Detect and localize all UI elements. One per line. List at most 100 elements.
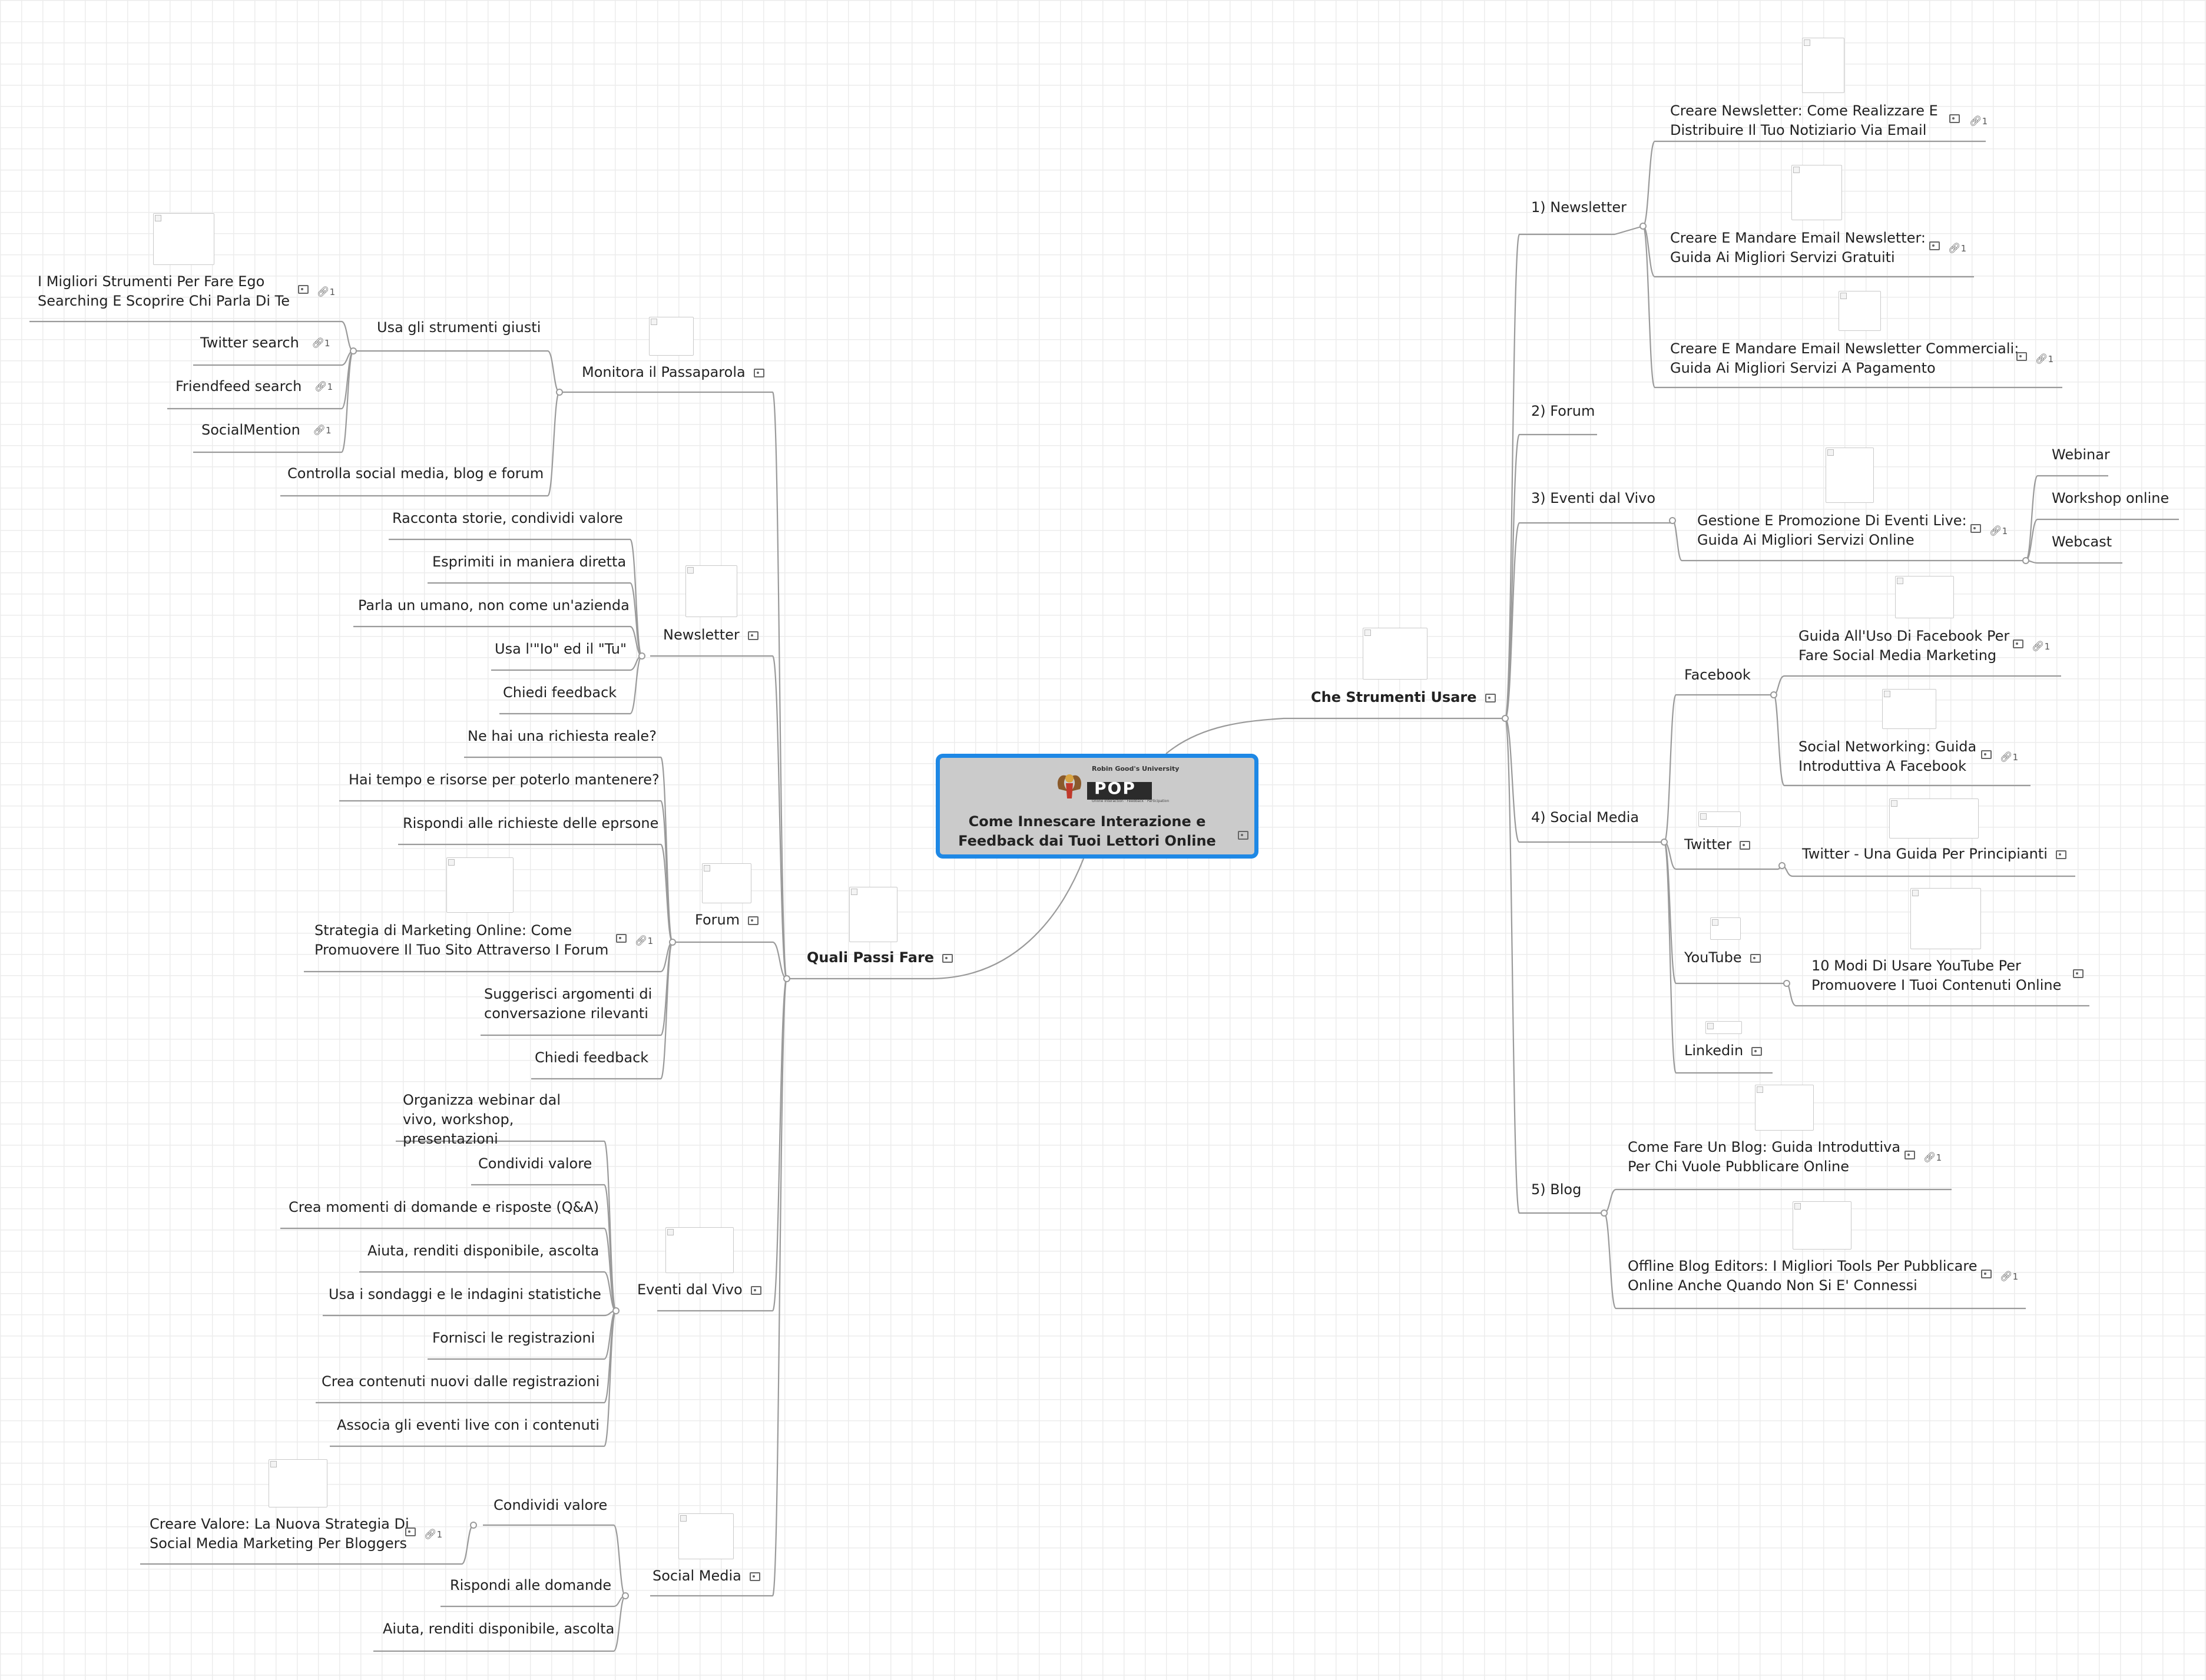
topic-newsletter-steps[interactable]: Newsletter: [663, 625, 758, 645]
topic-webinar[interactable]: Webinar: [2052, 446, 2110, 463]
topic-twitter-guida[interactable]: Twitter - Una Guida Per Principianti: [1802, 844, 2066, 864]
attachment-icon[interactable]: [1750, 953, 1761, 963]
topic-usa-io-tu[interactable]: Usa l'"Io" ed il "Tu": [495, 641, 627, 657]
topic-fornisci-registrazioni[interactable]: Fornisci le registrazioni: [432, 1330, 595, 1346]
topic-socialmention[interactable]: SocialMention 🔗︎1: [201, 420, 332, 440]
topic-friendfeed-search[interactable]: Friendfeed search 🔗︎1: [175, 377, 333, 397]
link-icon[interactable]: 🔗︎1: [424, 1529, 443, 1540]
topic-sondaggi[interactable]: Usa i sondaggi e le indagini statistiche: [329, 1286, 601, 1303]
topic-workshop-online[interactable]: Workshop online: [2052, 490, 2169, 506]
link-icon[interactable]: 🔗︎1: [1923, 1152, 1942, 1164]
link-icon[interactable]: 🔗︎1: [314, 380, 333, 393]
attachment-icon[interactable]: [1238, 831, 1248, 840]
topic-racconta-storie[interactable]: Racconta storie, condividi valore: [392, 510, 623, 526]
topic-image: [849, 887, 897, 942]
link-icon[interactable]: 🔗︎1: [635, 935, 654, 947]
attachment-icon[interactable]: [1929, 241, 1940, 250]
topic-rispondi-domande[interactable]: Rispondi alle domande: [450, 1577, 612, 1593]
topic-contenuti-registrazioni[interactable]: Crea contenuti nuovi dalle registrazioni: [322, 1373, 600, 1390]
topic-social-tools[interactable]: 4) Social Media: [1531, 809, 1639, 826]
link-icon[interactable]: 🔗︎1: [313, 424, 332, 436]
topic-chiedi-feedback-newsletter[interactable]: Chiedi feedback: [503, 684, 617, 701]
attachment-icon[interactable]: [1970, 524, 1981, 533]
topic-associa-eventi[interactable]: Associa gli eventi live con i contenuti: [337, 1417, 599, 1433]
attachment-icon[interactable]: [298, 285, 309, 294]
topic-blog-tools[interactable]: 5) Blog: [1531, 1181, 1582, 1198]
topic-forum-tools[interactable]: 2) Forum: [1531, 403, 1595, 419]
topic-qa-moments[interactable]: Crea momenti di domande e risposte (Q&A): [289, 1199, 599, 1215]
topic-newsletter-tools[interactable]: 1) Newsletter: [1531, 199, 1627, 216]
attachment-icon[interactable]: [2055, 850, 2066, 859]
topic-aiuta-social[interactable]: Aiuta, renditi disponibile, ascolta: [383, 1621, 615, 1637]
topic-richiesta-reale[interactable]: Ne hai una richiesta reale?: [468, 728, 657, 744]
attachment-icon[interactable]: [1949, 114, 1960, 123]
attachment-icon[interactable]: [2013, 639, 2023, 648]
attachment-icon[interactable]: [405, 1527, 416, 1536]
link-icon[interactable]: 🔗︎1: [1989, 525, 2008, 537]
attachment-icon[interactable]: [616, 934, 627, 943]
topic-eventi-tools[interactable]: 3) Eventi dal Vivo: [1531, 490, 1655, 506]
attachment-icon[interactable]: [750, 1285, 761, 1295]
topic-social-steps[interactable]: Social Media: [652, 1566, 760, 1586]
topic-eventi-steps[interactable]: Eventi dal Vivo: [637, 1280, 761, 1300]
link-icon[interactable]: 🔗︎1: [2000, 751, 2019, 763]
root-topic[interactable]: Robin Good's University POP Online Inter…: [936, 754, 1258, 859]
attachment-icon[interactable]: [748, 916, 759, 925]
topic-email-gratuiti[interactable]: Creare E Mandare Email Newsletter:Guida …: [1670, 228, 1966, 267]
attachment-icon[interactable]: [747, 631, 758, 640]
topic-usa-strumenti-giusti[interactable]: Usa gli strumenti giusti: [377, 319, 541, 336]
topic-parla-umano[interactable]: Parla un umano, non come un'azienda: [358, 597, 630, 614]
topic-monitora-passaparola[interactable]: Monitora il Passaparola: [582, 363, 764, 382]
link-icon[interactable]: 🔗︎1: [2035, 353, 2054, 365]
attachment-icon[interactable]: [1485, 693, 1496, 703]
topic-controlla-social[interactable]: Controlla social media, blog e forum: [287, 465, 544, 482]
link-icon[interactable]: 🔗︎1: [1948, 243, 1967, 254]
topic-condividi-valore-eventi[interactable]: Condividi valore: [478, 1155, 592, 1172]
topic-chiedi-feedback-forum[interactable]: Chiedi feedback: [535, 1049, 649, 1066]
topic-che-strumenti-usare[interactable]: Che Strumenti Usare: [1311, 688, 1496, 707]
topic-webcast[interactable]: Webcast: [2052, 534, 2112, 550]
link-icon[interactable]: 🔗︎1: [2032, 641, 2051, 652]
link-icon[interactable]: 🔗︎1: [317, 286, 336, 298]
link-icon[interactable]: 🔗︎1: [312, 337, 330, 349]
topic-suggerisci-argomenti[interactable]: Suggerisci argomenti di conversazione ri…: [484, 985, 655, 1023]
topic-tempo-risorse[interactable]: Hai tempo e risorse per poterlo mantener…: [349, 771, 660, 788]
topic-organizza-webinar[interactable]: Organizza webinar dal vivo, workshop, pr…: [403, 1091, 597, 1149]
topic-quali-passi-fare[interactable]: Quali Passi Fare: [807, 948, 953, 967]
attachment-icon[interactable]: [753, 368, 764, 377]
attachment-icon[interactable]: [1981, 750, 1992, 759]
topic-rispondi-richieste[interactable]: Rispondi alle richieste delle eprsone: [403, 815, 659, 831]
topic-image: [1882, 689, 1936, 729]
topic-strategia-forum[interactable]: Strategia di Marketing Online: Come Prom…: [314, 921, 653, 960]
topic-eventi-live[interactable]: Gestione E Promozione Di Eventi Live:Gui…: [1697, 511, 2008, 550]
topic-twitter[interactable]: Twitter: [1684, 835, 1751, 854]
topic-facebook[interactable]: Facebook: [1684, 667, 1751, 683]
attachment-icon[interactable]: [749, 1572, 760, 1581]
topic-linkedin[interactable]: Linkedin: [1684, 1041, 1763, 1061]
link-icon[interactable]: 🔗︎1: [1969, 115, 1988, 127]
topic-email-commerciali[interactable]: Creare E Mandare Email Newsletter Commer…: [1670, 339, 2053, 378]
topic-aiuta-eventi[interactable]: Aiuta, renditi disponibile, ascolta: [367, 1242, 599, 1259]
topic-offline-blog-editors[interactable]: Offline Blog Editors: I Migliori Tools P…: [1628, 1257, 2018, 1295]
attachment-icon[interactable]: [1981, 1270, 1992, 1278]
attachment-icon[interactable]: [2016, 352, 2027, 361]
topic-forum-steps[interactable]: Forum: [695, 910, 759, 930]
attachment-icon[interactable]: [1740, 840, 1751, 850]
attachment-icon[interactable]: [1904, 1151, 1915, 1159]
topic-condividi-valore-social[interactable]: Condividi valore: [493, 1497, 608, 1513]
topic-image: [1793, 1201, 1851, 1250]
link-icon[interactable]: 🔗︎1: [2000, 1271, 2019, 1283]
attachment-icon[interactable]: [1751, 1046, 1763, 1056]
topic-esprimiti-diretta[interactable]: Esprimiti in maniera diretta: [432, 554, 627, 570]
topic-twitter-search[interactable]: Twitter search 🔗︎1: [200, 333, 330, 353]
attachment-icon[interactable]: [942, 953, 953, 963]
attachment-icon[interactable]: [2073, 969, 2084, 978]
topic-youtube[interactable]: YouTube: [1684, 948, 1761, 967]
